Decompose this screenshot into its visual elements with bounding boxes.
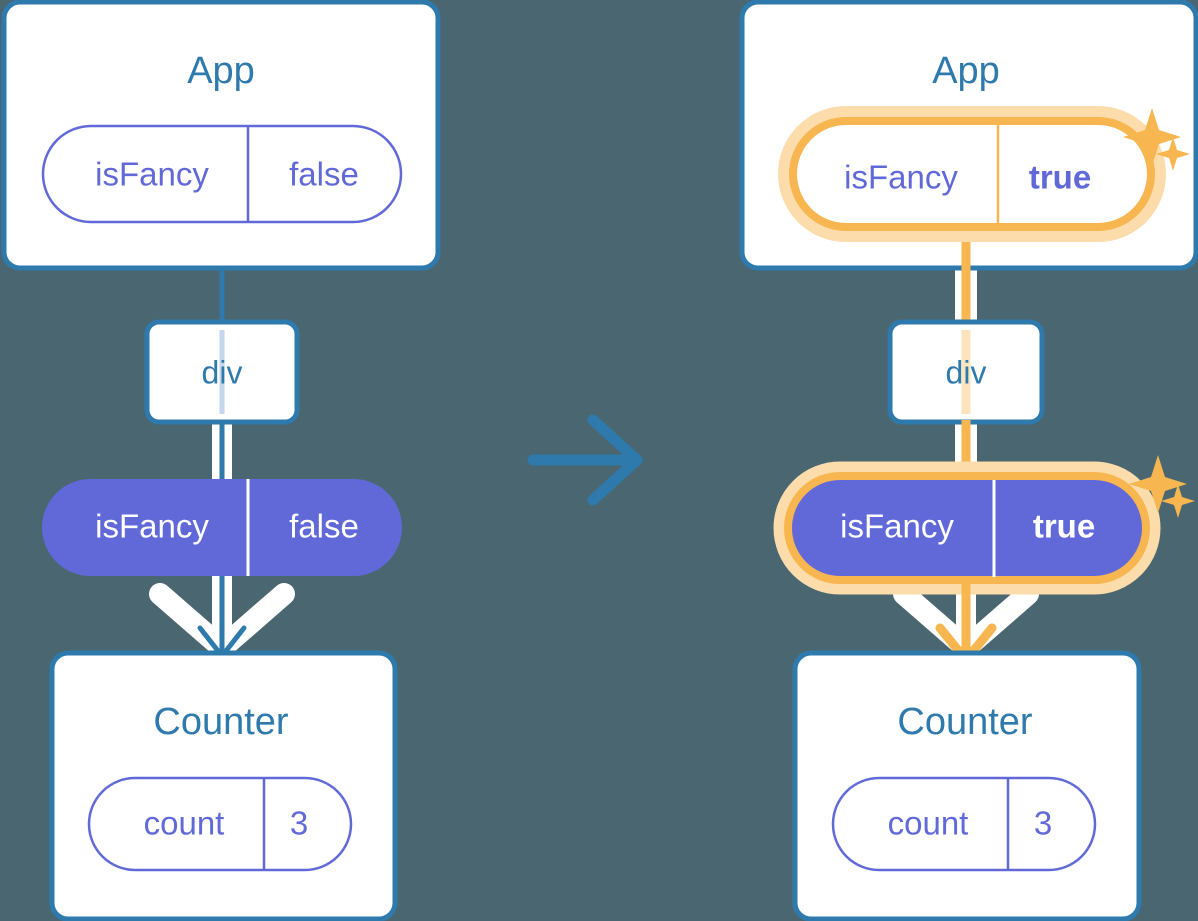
after-counter-pill-shape: [831, 776, 1097, 872]
after-prop-pill-value: true: [1033, 508, 1095, 545]
after-div-label: div: [946, 354, 987, 390]
after-app-pill-glow: [778, 106, 1166, 242]
after-prop-pill: isFancy true: [773, 461, 1161, 595]
before-prop-pill-shape: [42, 479, 402, 576]
before-prop-pill: isFancy false: [42, 479, 402, 576]
sparkle-small-icon: [1161, 484, 1195, 518]
after-prop-pill-key: isFancy: [840, 508, 954, 545]
after-app-pill-value: true: [1029, 159, 1091, 196]
after-counter-title: Counter: [897, 701, 1033, 743]
arrow-right-icon: [527, 414, 643, 506]
sparkle-small-icon: [1156, 137, 1190, 171]
before-app-pill: isFancy false: [41, 124, 403, 224]
before-counter-pill-shape: [87, 776, 353, 872]
before-app-pill-shape: [41, 124, 403, 224]
sparkle-large-icon: [1129, 455, 1187, 513]
after-app-pill-key: isFancy: [844, 159, 958, 196]
sparkle-large-icon: [1123, 108, 1181, 166]
after-counter-pill-value: 3: [1034, 805, 1052, 842]
after-counter-pill-key: count: [888, 805, 969, 842]
after-app-sparkles: [1123, 108, 1190, 171]
after-app-pill: isFancy true: [778, 106, 1166, 242]
before-prop-pill-key: isFancy: [95, 508, 209, 545]
after-app-pill-shape: [789, 117, 1155, 231]
before-counter-pill: count 3: [87, 776, 353, 872]
before-counter-pill-value: 3: [290, 805, 308, 842]
after-counter-pill: count 3: [831, 776, 1097, 872]
before-prop-pill-value: false: [289, 508, 359, 545]
before-app-title: App: [187, 50, 255, 92]
after-app-title: App: [932, 50, 1000, 92]
before-counter-pill-key: count: [144, 805, 225, 842]
before-div-label: div: [202, 354, 243, 390]
before-counter-title: Counter: [153, 701, 289, 743]
before-app-pill-key: isFancy: [95, 156, 209, 193]
before-app-pill-value: false: [289, 156, 359, 193]
after-prop-sparkles: [1129, 455, 1195, 518]
